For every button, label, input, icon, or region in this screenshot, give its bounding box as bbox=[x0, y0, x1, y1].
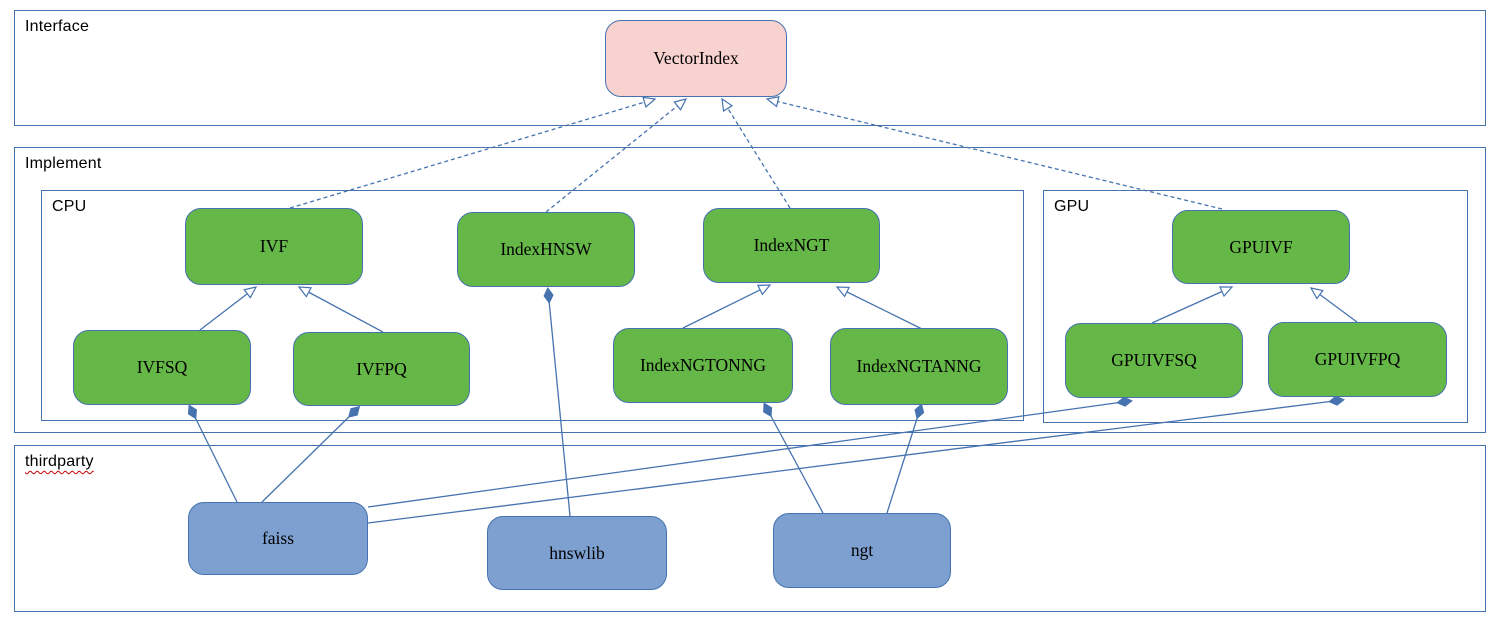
node-label-ivfpq: IVFPQ bbox=[356, 358, 407, 379]
container-label-implement: Implement bbox=[25, 155, 102, 172]
node-gpuivf: GPUIVF bbox=[1172, 210, 1350, 284]
container-label-cpu: CPU bbox=[52, 198, 87, 215]
node-label-ivfsq: IVFSQ bbox=[136, 357, 188, 377]
node-gpuivfsq: GPUIVFSQ bbox=[1065, 323, 1243, 398]
node-label-vectorindex: VectorIndex bbox=[653, 48, 739, 68]
container-label-thirdparty: thirdparty bbox=[25, 453, 94, 470]
node-label-ngt: ngt bbox=[850, 540, 874, 560]
node-indexngt: IndexNGT bbox=[703, 208, 880, 283]
node-hnswlib: hnswlib bbox=[487, 516, 667, 590]
node-ivf: IVF bbox=[185, 208, 363, 285]
node-ngt: ngt bbox=[773, 513, 951, 588]
container-label-interface: Interface bbox=[25, 18, 90, 35]
node-indexngtonng: IndexNGTONNG bbox=[613, 328, 793, 403]
node-vectorindex: VectorIndex bbox=[605, 20, 787, 97]
node-label-gpuivfpq: GPUIVFPQ bbox=[1314, 349, 1401, 369]
node-faiss: faiss bbox=[188, 502, 368, 575]
node-indexhnsw: IndexHNSW bbox=[457, 212, 635, 287]
node-label-indexngt: IndexNGT bbox=[753, 235, 830, 255]
node-label-gpuivfsq: GPUIVFSQ bbox=[1111, 350, 1197, 370]
node-label-indexhnsw: IndexHNSW bbox=[500, 239, 592, 259]
node-ivfsq: IVFSQ bbox=[73, 330, 251, 405]
container-label-gpu: GPU bbox=[1054, 198, 1090, 215]
node-label-hnswlib: hnswlib bbox=[549, 542, 605, 563]
node-label-indexngtonng: IndexNGTONNG bbox=[639, 355, 767, 375]
node-label-indexngtanng: IndexNGTANNG bbox=[856, 356, 982, 376]
node-label-gpuivf: GPUIVF bbox=[1229, 236, 1293, 257]
node-gpuivfpq: GPUIVFPQ bbox=[1268, 322, 1447, 397]
node-ivfpq: IVFPQ bbox=[293, 332, 470, 406]
node-label-ivf: IVF bbox=[259, 236, 289, 256]
node-indexngtanng: IndexNGTANNG bbox=[830, 328, 1008, 405]
node-label-faiss: faiss bbox=[261, 528, 295, 548]
